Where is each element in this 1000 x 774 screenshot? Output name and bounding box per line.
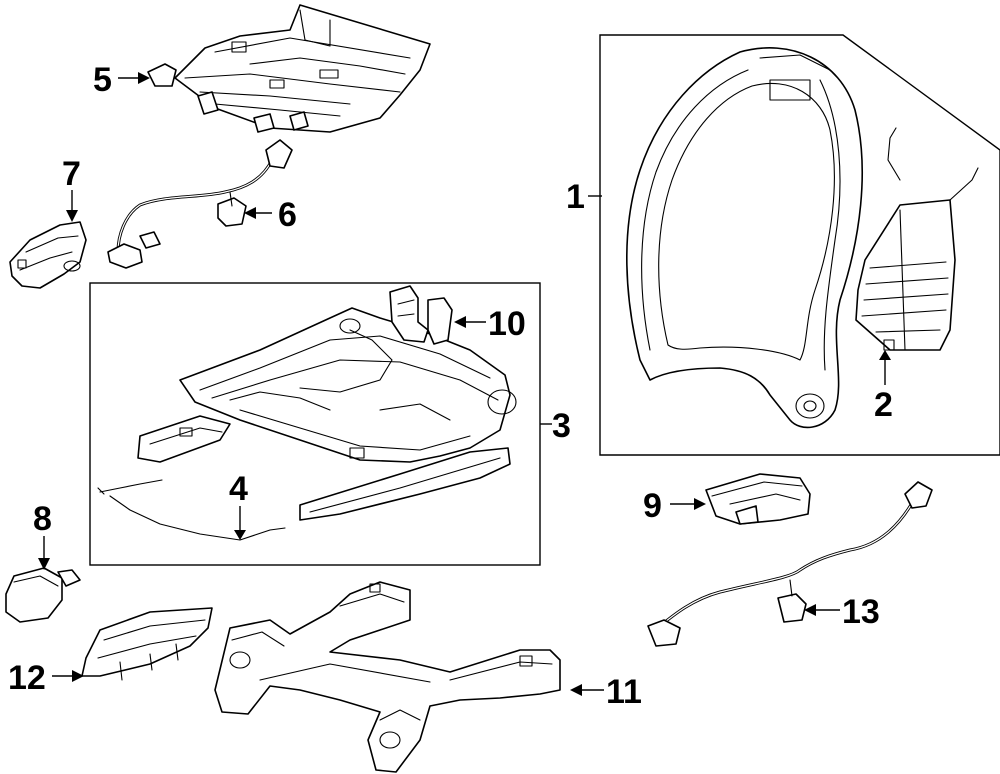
callout-10-arrow bbox=[454, 316, 466, 328]
callout-13-label: 13 bbox=[842, 593, 880, 631]
callout-8-arrow bbox=[38, 558, 50, 570]
callout-12-label: 12 bbox=[8, 659, 46, 697]
part-5-cushion-frame[interactable] bbox=[147, 4, 431, 133]
part-13-wire-harness[interactable] bbox=[647, 481, 933, 647]
part-4-wire[interactable] bbox=[97, 479, 286, 541]
part-3-seat-frame[interactable] bbox=[137, 307, 517, 521]
part-10-bracket[interactable] bbox=[389, 285, 453, 345]
callout-7-arrow bbox=[66, 210, 78, 222]
callout-1-label: 1 bbox=[566, 178, 585, 216]
part-7-trim-cover[interactable] bbox=[9, 221, 87, 289]
part-8-cover[interactable] bbox=[5, 567, 81, 623]
callout-9-label: 9 bbox=[643, 487, 662, 525]
callout-3-label: 3 bbox=[552, 407, 571, 445]
part-9-cover[interactable] bbox=[705, 473, 811, 525]
part-6-wire-harness[interactable] bbox=[107, 139, 293, 269]
callout-8-label: 8 bbox=[33, 500, 52, 538]
callout-11-label: 11 bbox=[606, 673, 642, 711]
part-12-side-trim[interactable] bbox=[81, 607, 213, 681]
part-2-lumbar-support[interactable] bbox=[855, 127, 979, 351]
callout-4-label: 4 bbox=[229, 470, 248, 508]
callout-12-arrow bbox=[72, 670, 84, 682]
callout-5-arrow bbox=[138, 72, 150, 84]
callout-10-label: 10 bbox=[488, 305, 526, 343]
part-1-seatback-frame[interactable] bbox=[626, 47, 863, 429]
callout-7-label: 7 bbox=[62, 155, 81, 193]
callout-9-arrow bbox=[694, 498, 706, 510]
callout-4-arrow bbox=[234, 530, 246, 540]
part-11-track-frame[interactable] bbox=[214, 581, 561, 773]
callout-2-label: 2 bbox=[874, 386, 893, 424]
callout-6-label: 6 bbox=[278, 196, 297, 234]
seatback-group-frame bbox=[599, 34, 1000, 456]
callout-6-arrow bbox=[244, 207, 256, 219]
callout-11-arrow bbox=[570, 684, 582, 696]
callout-5-label: 5 bbox=[93, 61, 112, 99]
callout-13-arrow bbox=[804, 604, 816, 616]
callout-2-arrow bbox=[879, 350, 891, 360]
